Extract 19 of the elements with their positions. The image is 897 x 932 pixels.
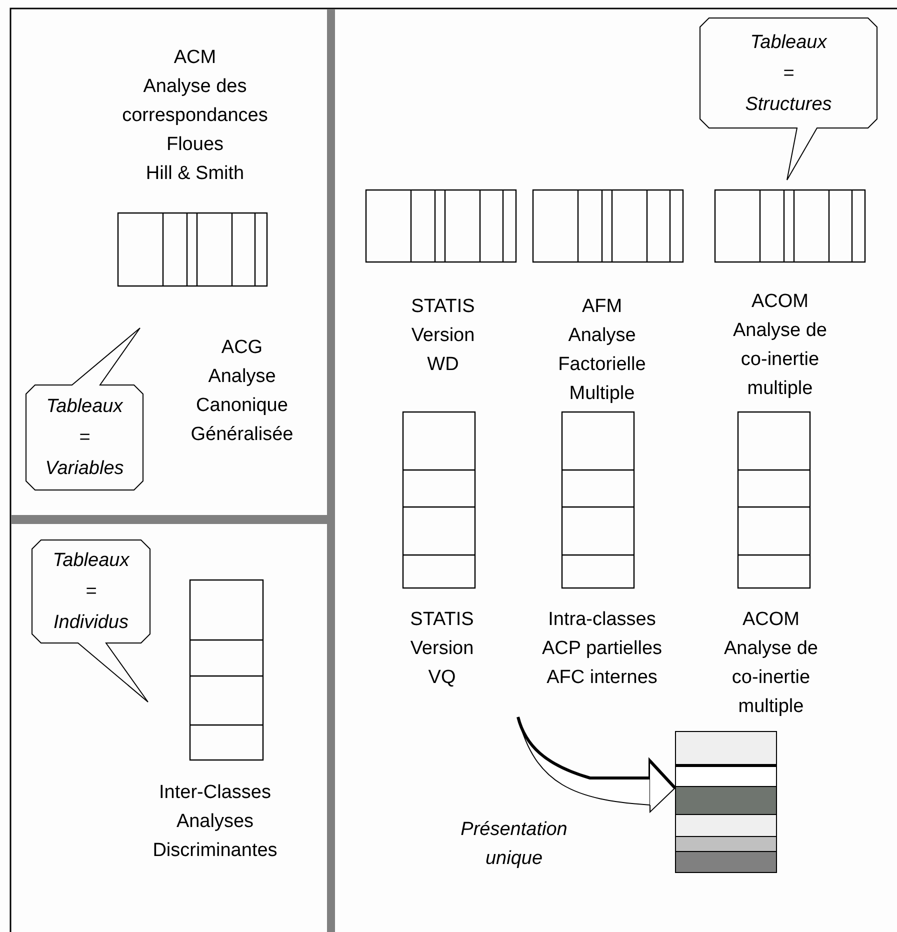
- text-label: AFM Analyse Factorielle Multiple: [557, 295, 647, 406]
- stacked-table: [675, 731, 777, 872]
- text-label: Hill & Smith: [144, 162, 246, 186]
- text-label: ACG Analyse Canonique Généralisée: [190, 336, 294, 447]
- speech-bubble: [32, 540, 150, 702]
- text-label: STATIS Version VQ: [409, 608, 475, 690]
- text-label: ACOM Analyse de co-inertie multiple: [732, 290, 828, 401]
- text-label: Analyse des correspondances Floues: [121, 75, 269, 157]
- text-label: ACM: [172, 46, 218, 70]
- speech-bubble: [26, 328, 143, 490]
- callout-text: Tableaux = Variables: [45, 395, 124, 481]
- speech-bubble: [700, 18, 877, 180]
- text-label: ACOM Analyse de co-inertie multiple: [722, 608, 819, 719]
- text-label: Intra-classes ACP partielles AFC internes: [540, 608, 664, 690]
- text-label: Inter-Classes Analyses Discriminantes: [152, 781, 278, 863]
- callout-text: Tableaux = Structures: [745, 30, 832, 116]
- edge-label: Présentation unique: [460, 818, 568, 871]
- callout-text: Tableaux = Individus: [52, 549, 130, 635]
- text-label: STATIS Version WD: [410, 295, 476, 377]
